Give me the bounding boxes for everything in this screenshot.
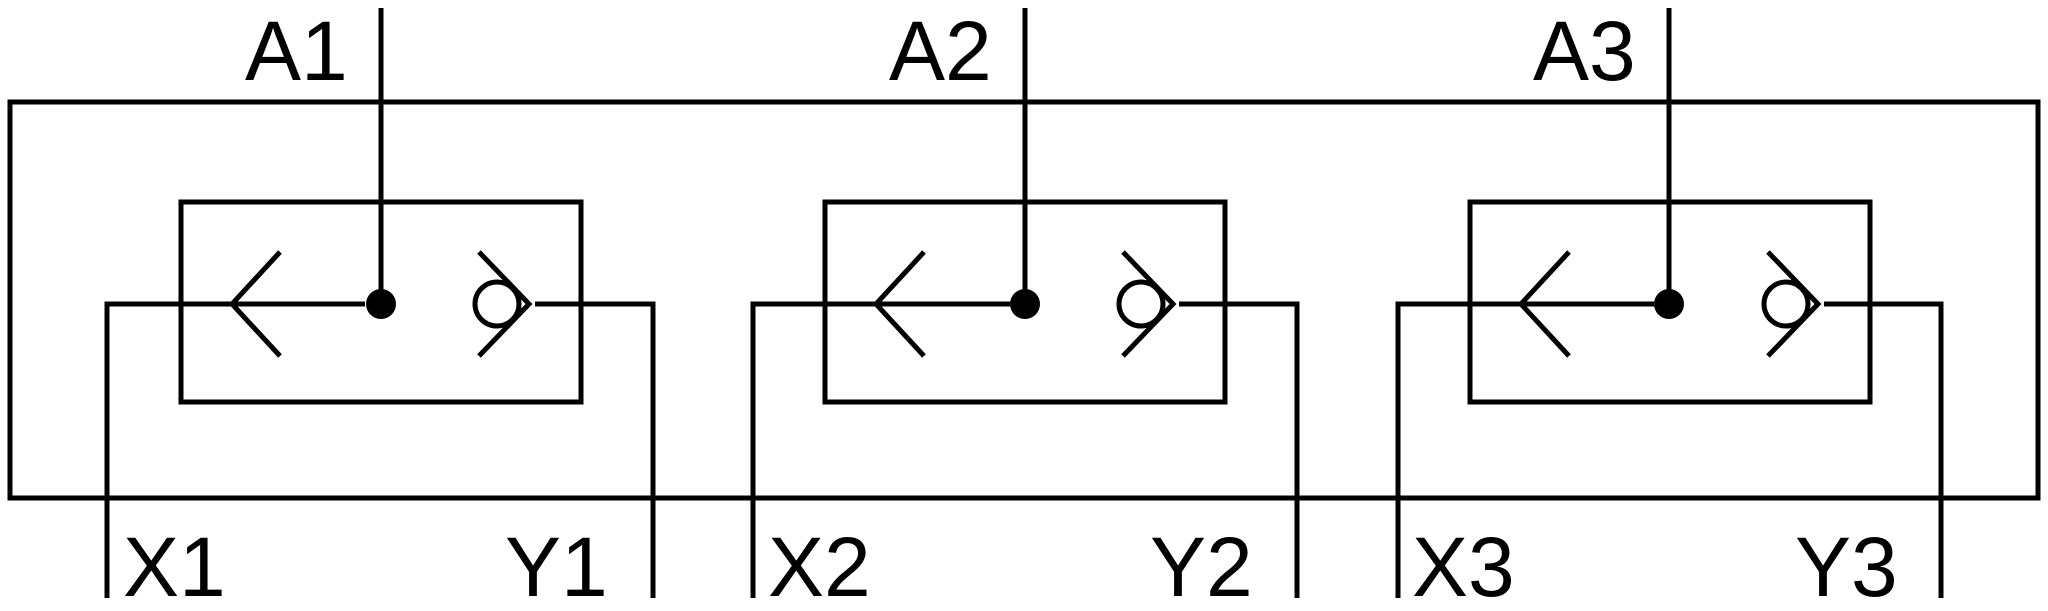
check-valve-seat-icon	[1121, 250, 1177, 358]
valve-2-y-line	[1179, 301, 1300, 598]
check-valve-icon	[1116, 279, 1166, 329]
valve-1-right-port-label: Y1	[505, 520, 608, 611]
valve-1-left-port-label: X1	[123, 520, 226, 611]
valve-3-x-line	[1395, 301, 1654, 598]
junction-dot-icon	[1654, 289, 1684, 319]
valve-1: A1 X1 Y1	[104, 4, 656, 611]
valve-1-top-port-label: A1	[245, 4, 348, 98]
check-valve-icon	[1761, 279, 1811, 329]
valve-3-right-port-label: Y3	[1795, 520, 1898, 611]
valve-3-y-line	[1824, 301, 1944, 598]
left-chevron-icon	[228, 250, 282, 358]
valve-1-y-line	[535, 301, 656, 598]
check-valve-icon	[472, 279, 522, 329]
valve-3: A3 X3 Y3	[1395, 4, 1944, 611]
valve-2: A2 X2 Y2	[750, 4, 1300, 611]
junction-dot-icon	[1010, 289, 1040, 319]
valve-3-top-port-label: A3	[1533, 4, 1636, 98]
valve-2-left-port-label: X2	[768, 520, 871, 611]
junction-dot-icon	[366, 289, 396, 319]
valve-2-top-port-label: A2	[889, 4, 992, 98]
check-valve-seat-icon	[1766, 250, 1822, 358]
valve-2-x-line	[750, 301, 1010, 598]
left-chevron-icon	[1517, 250, 1571, 358]
valve-3-left-port-label: X3	[1412, 520, 1515, 611]
valve-2-right-port-label: Y2	[1150, 520, 1253, 611]
left-chevron-icon	[872, 250, 926, 358]
valve-1-x-line	[104, 301, 365, 598]
check-valve-seat-icon	[477, 250, 533, 358]
